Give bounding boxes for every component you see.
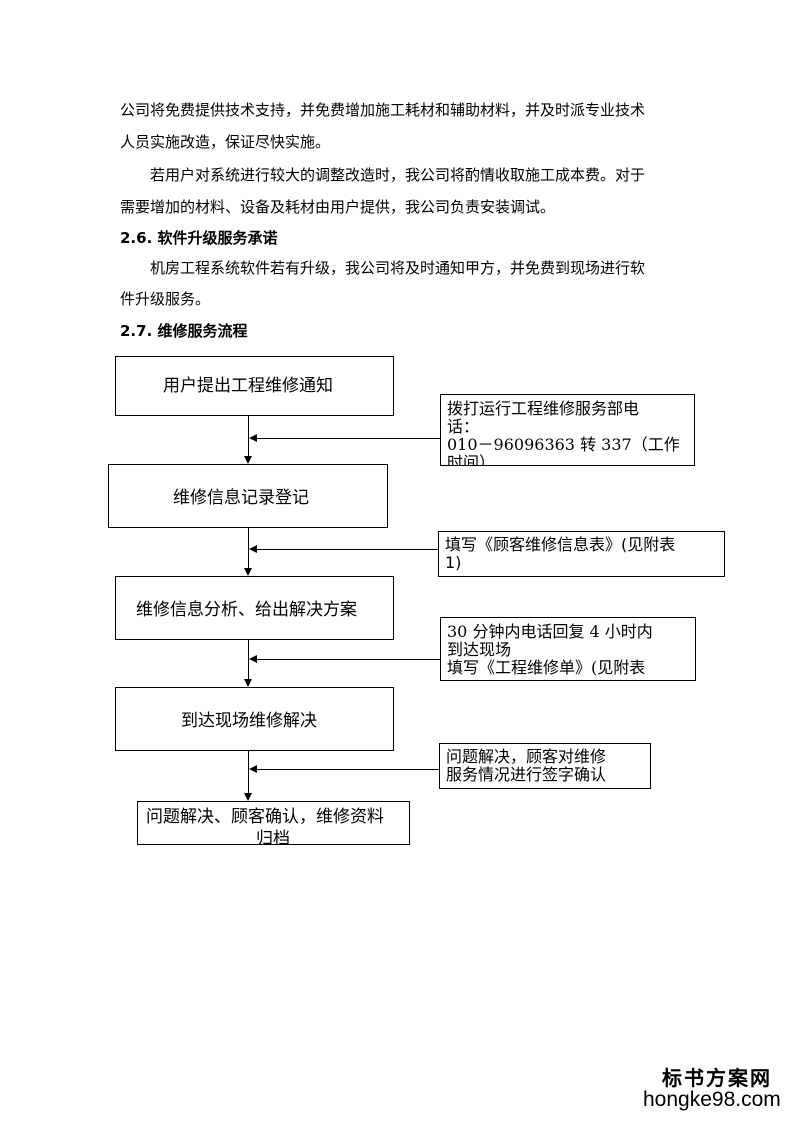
note-text: 服务情况进行签字确认 [446, 765, 607, 784]
connector-line [248, 751, 249, 793]
arrow-left-icon [249, 655, 257, 663]
connector-line [248, 528, 249, 568]
paragraph-line: 若用户对系统进行较大的调整改造时，我公司将酌情收取施工成本费。对于 [150, 166, 646, 184]
flow-step-archive-label-2: 归档 [256, 829, 290, 845]
note-connector [256, 549, 439, 550]
note-text: 填写《工程维修单》(见附表 [447, 658, 646, 677]
section-heading-2-6: 2.6. 软件升级服务承诺 [120, 229, 278, 247]
arrow-left-icon [249, 434, 257, 442]
note-text: 010－96096363 转 337（工作 [447, 435, 680, 454]
section-heading-2-7: 2.7. 维修服务流程 [120, 322, 248, 340]
note-text: 1) [445, 553, 462, 572]
flow-step-onsite-label: 到达现场维修解决 [181, 711, 317, 731]
note-call-hotline: 拨打运行工程维修服务部电 话： 010－96096363 转 337（工作 时间… [440, 394, 695, 466]
flow-step-notify: 用户提出工程维修通知 [115, 356, 394, 416]
flow-step-analyze-label: 维修信息分析、给出解决方案 [136, 600, 357, 620]
paragraph-line: 需要增加的材料、设备及耗材由用户提供，我公司负责安装调试。 [120, 198, 556, 216]
note-fill-form: 填写《顾客维修信息表》(见附表 1) [438, 531, 725, 577]
note-text: 时间） [447, 453, 496, 466]
watermark-brand: 标书方案网 [662, 1066, 772, 1090]
arrow-down-icon [244, 679, 252, 687]
note-text: 填写《顾客维修信息表》(见附表 [445, 535, 676, 554]
note-text: 拨打运行工程维修服务部电 [447, 399, 640, 418]
flow-step-register: 维修信息记录登记 [108, 464, 388, 528]
arrow-down-icon [244, 456, 252, 464]
connector-line [248, 416, 249, 456]
note-connector [256, 438, 440, 439]
arrow-left-icon [249, 765, 257, 773]
note-connector [256, 659, 440, 660]
note-text: 到达现场 [447, 640, 512, 659]
watermark-url: hongke98.com [643, 1088, 781, 1111]
flow-step-notify-label: 用户提出工程维修通知 [163, 376, 333, 396]
flow-step-onsite: 到达现场维修解决 [115, 687, 394, 751]
paragraph-line: 机房工程系统软件若有升级，我公司将及时通知甲方，并免费到现场进行软 [150, 259, 646, 277]
note-text: 30 分钟内电话回复 4 小时内 [447, 622, 653, 641]
flow-step-archive: 问题解决、顾客确认，维修资料 归档 [137, 801, 410, 845]
arrow-down-icon [244, 793, 252, 801]
flow-step-archive-label-1: 问题解决、顾客确认，维修资料 [146, 807, 384, 827]
connector-line [248, 640, 249, 679]
note-connector [256, 769, 439, 770]
paragraph-line: 公司将免费提供技术支持，并免费增加施工耗材和辅助材料，并及时派专业技术 [120, 101, 646, 119]
note-text: 问题解决，顾客对维修 [446, 747, 607, 766]
note-sign-confirm: 问题解决，顾客对维修 服务情况进行签字确认 [439, 743, 651, 789]
paragraph-line: 人员实施改造，保证尽快实施。 [120, 133, 331, 151]
flow-step-analyze: 维修信息分析、给出解决方案 [115, 576, 394, 640]
paragraph-line: 件升级服务。 [120, 290, 211, 308]
flow-step-register-label: 维修信息记录登记 [173, 488, 309, 508]
note-response-time: 30 分钟内电话回复 4 小时内 到达现场 填写《工程维修单》(见附表 [440, 617, 696, 681]
note-text: 话： [447, 417, 480, 436]
arrow-left-icon [249, 545, 257, 553]
arrow-down-icon [244, 568, 252, 576]
